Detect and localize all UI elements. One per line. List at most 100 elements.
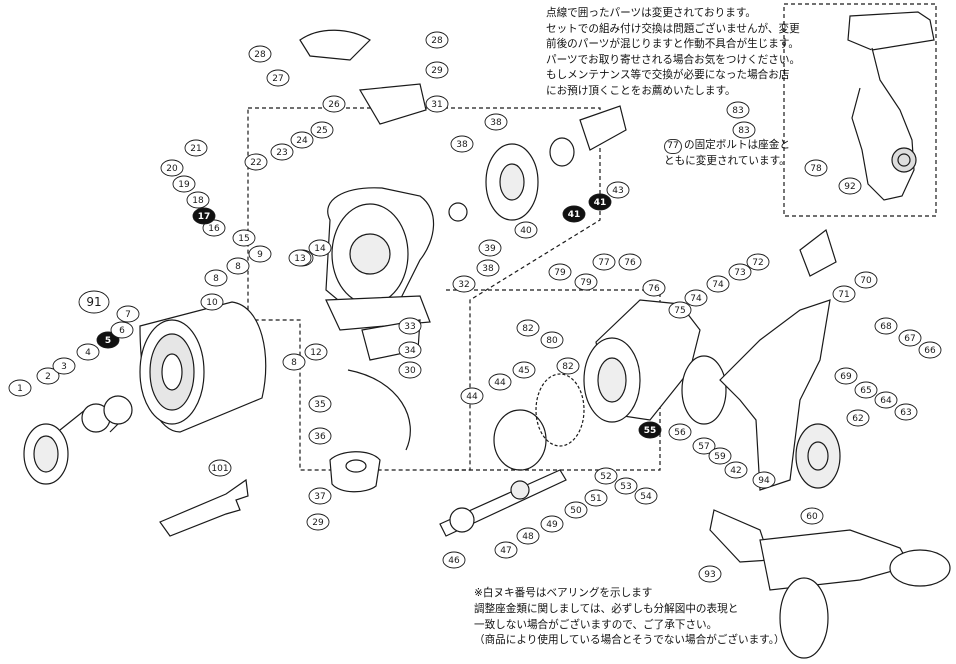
- callout-bubble: [442, 551, 466, 569]
- callout-35: 35: [308, 395, 332, 413]
- callout-bubble: [304, 343, 328, 361]
- callout-6: 6: [110, 321, 134, 339]
- callout-number: 21: [190, 144, 201, 154]
- callout-bubble: [874, 391, 898, 409]
- callout-bubble: [192, 207, 216, 225]
- callout-bubble: [692, 437, 716, 455]
- callout-2: 2: [36, 367, 60, 385]
- note-changed-parts: 点線で囲ったパーツは変更されております。 セットでの組み付け交換は問題ございませ…: [546, 6, 802, 100]
- note-bearing-washers: ※白ヌキ番号はベアリングを示します 調整座金類に関しましては、必ずしも分解図中の…: [474, 586, 785, 649]
- callout-number: 82: [522, 324, 533, 334]
- callout-66: 66: [918, 341, 942, 359]
- callout-bubble: [918, 341, 942, 359]
- callout-number: 83: [732, 106, 743, 116]
- callout-number: 92: [844, 182, 855, 192]
- callout-bubble: [638, 421, 662, 439]
- note-line: セットでの組み付け交換は問題ございませんが、変更: [546, 22, 800, 35]
- callout-21: 21: [184, 139, 208, 157]
- callout-number: 43: [612, 186, 623, 196]
- callout-number: 72: [752, 258, 763, 268]
- callout-number: 20: [166, 164, 178, 174]
- note-line: パーツでお取り寄せされる場合お気をつけください。: [546, 53, 801, 66]
- callout-bubble: [232, 229, 256, 247]
- callout-bubble: [184, 139, 208, 157]
- callout-bubble: [36, 367, 60, 385]
- callout-bubble: [425, 31, 449, 49]
- callout-bubble: [452, 275, 476, 293]
- callout-number: 77: [598, 258, 609, 268]
- callout-number: 40: [520, 226, 532, 236]
- callout-bubble: [614, 477, 638, 495]
- callout-bubble: [548, 263, 572, 281]
- callout-number: 37: [314, 492, 325, 502]
- callout-bubble: [288, 249, 312, 267]
- callout-bubble: [562, 205, 586, 223]
- callout-ref-77: 77: [664, 139, 682, 154]
- spool-assembly: [23, 301, 267, 485]
- callout-bubble: [78, 290, 110, 314]
- callout-20: 20: [160, 159, 184, 177]
- callout-60: 60: [800, 507, 824, 525]
- callout-bubble: [540, 515, 564, 533]
- callout-1: 1: [8, 379, 32, 397]
- callout-number: 26: [328, 100, 340, 110]
- callout-bubble: [425, 95, 449, 113]
- callout-number: 44: [466, 392, 478, 402]
- callout-bubble: [634, 487, 658, 505]
- callout-number: 80: [546, 336, 558, 346]
- callout-bubble: [894, 403, 918, 421]
- callout-bubble: [200, 293, 224, 311]
- callout-number: 38: [490, 118, 502, 128]
- callout-92: 92: [838, 177, 862, 195]
- callout-10: 10: [200, 293, 224, 311]
- callout-bubble: [172, 175, 196, 193]
- callout-93: 93: [698, 565, 722, 583]
- callout-51: 51: [584, 489, 608, 507]
- callout-number: 22: [250, 158, 261, 168]
- callout-69: 69: [834, 367, 858, 385]
- callout-52: 52: [594, 467, 618, 485]
- callout-78: 78: [804, 159, 828, 177]
- handle-assembly: [709, 509, 951, 659]
- callout-31: 31: [425, 95, 449, 113]
- callout-number: 78: [810, 164, 822, 174]
- callout-number: 60: [806, 512, 818, 522]
- callout-number: 7: [125, 310, 131, 320]
- callout-number: 73: [734, 268, 745, 278]
- callout-bubble: [668, 423, 692, 441]
- callout-46: 46: [442, 551, 466, 569]
- callout-bubble: [684, 289, 708, 307]
- callout-bubble: [706, 275, 730, 293]
- callout-bubble: [540, 331, 564, 349]
- callout-bubble: [708, 447, 732, 465]
- callout-53: 53: [614, 477, 638, 495]
- callout-bubble: [494, 541, 518, 559]
- callout-number: 38: [456, 140, 468, 150]
- callout-number: 79: [580, 278, 592, 288]
- callout-number: 30: [404, 366, 416, 376]
- callout-number: 47: [500, 546, 511, 556]
- callout-76: 76: [642, 279, 666, 297]
- callout-number: 56: [674, 428, 686, 438]
- callout-bubble: [752, 471, 776, 489]
- callout-bubble: [266, 69, 290, 87]
- callout-bubble: [512, 361, 536, 379]
- callout-19: 19: [172, 175, 196, 193]
- callout-number: 19: [178, 180, 190, 190]
- callout-49: 49: [540, 515, 564, 533]
- callout-number: 57: [698, 442, 709, 452]
- callout-bubble: [398, 341, 422, 359]
- callout-number: 12: [310, 348, 321, 358]
- callout-number: 35: [314, 400, 325, 410]
- callout-bubble: [248, 245, 272, 263]
- callout-number: 8: [213, 274, 219, 284]
- callout-number: 5: [105, 336, 111, 346]
- callout-bubble: [116, 305, 140, 323]
- callout-bubble: [800, 507, 824, 525]
- callout-number: 68: [880, 322, 892, 332]
- callout-28: 28: [425, 31, 449, 49]
- callout-number: 10: [206, 298, 218, 308]
- body-gear-assembly: [493, 228, 841, 491]
- callout-5: 5: [96, 331, 120, 349]
